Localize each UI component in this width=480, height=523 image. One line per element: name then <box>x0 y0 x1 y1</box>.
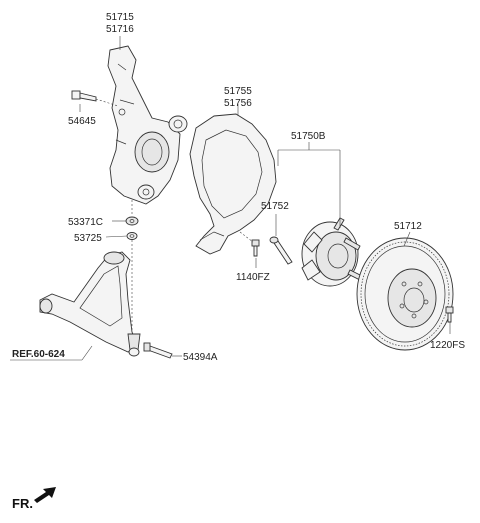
label-51756: 51756 <box>224 98 252 109</box>
front-arrow-icon <box>34 487 56 503</box>
label-51712: 51712 <box>394 221 422 232</box>
label-51752: 51752 <box>261 201 289 212</box>
label-54645: 54645 <box>68 116 96 127</box>
label-1140fz: 1140FZ <box>236 272 270 283</box>
brake-disc[interactable] <box>356 237 454 351</box>
fr-indicator: FR. <box>12 496 33 511</box>
bolt-54394a[interactable] <box>143 342 173 359</box>
label-53725: 53725 <box>74 233 102 244</box>
label-51755: 51755 <box>224 86 252 97</box>
label-51750b: 51750B <box>291 131 326 142</box>
bolt-54645[interactable] <box>71 90 97 102</box>
label-54394a: 54394A <box>183 352 218 363</box>
dust-shield[interactable] <box>189 113 277 255</box>
label-1220fs: 1220FS <box>430 340 465 351</box>
screw-1220fs[interactable] <box>445 306 454 323</box>
hub-bolt-51752[interactable] <box>269 236 293 265</box>
label-51715: 51715 <box>106 12 134 23</box>
label-51716: 51716 <box>106 24 134 35</box>
wheel-hub-assembly[interactable] <box>301 217 363 287</box>
steering-knuckle[interactable] <box>107 45 188 205</box>
nut-53725[interactable] <box>126 232 138 240</box>
lower-control-arm[interactable] <box>39 251 141 357</box>
nut-53371c[interactable] <box>125 216 139 226</box>
screw-1140fz[interactable] <box>251 239 260 257</box>
label-53371c: 53371C <box>68 217 103 228</box>
ref-60-624: REF.60-624 <box>12 349 65 360</box>
